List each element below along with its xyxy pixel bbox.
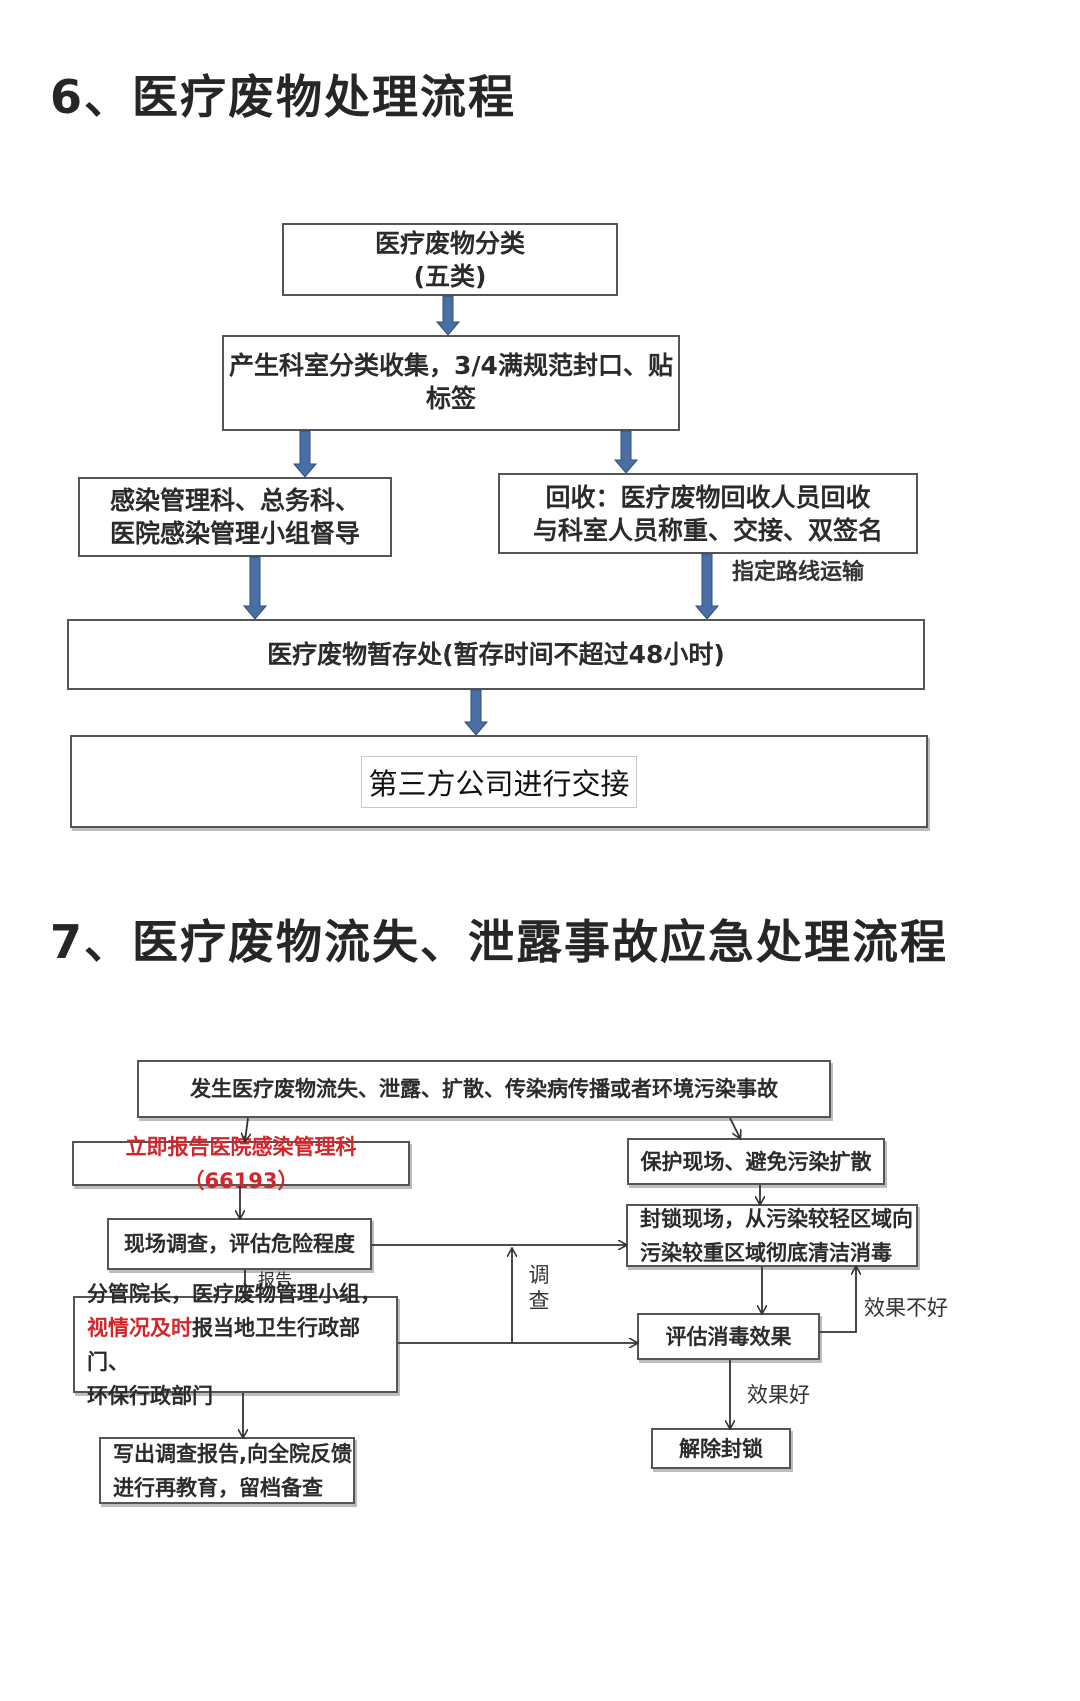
notify-box: 分管院长，医疗废物管理小组， 视情况及时报当地卫生行政部门、 环保行政部门 (73, 1282, 398, 1408)
survey-label-char-2: 查 (528, 1289, 550, 1313)
recycle-line-2: 与科室人员称重、交接、双签名 (532, 515, 883, 545)
good-effect-label: 效果好 (747, 1383, 810, 1407)
storage-text: 医疗废物暂存处(暂存时间不超过48小时) (267, 640, 725, 669)
classify-line-1: 医疗废物分类 (374, 228, 525, 258)
investigate-text: 现场调查，评估危险程度 (124, 1232, 355, 1256)
arrow-incident-to-protect (729, 1117, 740, 1138)
survey-label-char-1: 调 (528, 1263, 550, 1287)
arrow-recycle-to-storage (694, 553, 720, 620)
handover-text: 第三方公司进行交接 (361, 755, 637, 808)
lockdown-line-2: 污染较重区域彻底清洁消毒 (640, 1240, 892, 1265)
bad-effect-label: 效果不好 (864, 1296, 948, 1320)
incident-text: 发生医疗废物流失、泄露、扩散、传染病传播或者环境污染事故 (190, 1077, 778, 1101)
notify-line-3: 环保行政部门 (87, 1383, 213, 1408)
report-doc-line-2: 进行再教育，留档备查 (113, 1475, 323, 1500)
investigate-box: 现场调查，评估危险程度 (107, 1218, 372, 1270)
recycle-box: 回收：医疗废物回收人员回收 与科室人员称重、交接、双签名 (498, 473, 918, 554)
release-box: 解除封锁 (651, 1428, 791, 1469)
protect-box: 保护现场、避免污染扩散 (627, 1138, 885, 1185)
supervise-line-2: 医院感染管理小组督导 (109, 519, 360, 548)
report-label: 报告 (258, 1271, 292, 1291)
storage-box: 医疗废物暂存处(暂存时间不超过48小时) (67, 619, 925, 690)
section-7-title: 7、医疗废物流失、泄露事故应急处理流程 (50, 915, 949, 969)
lockdown-box: 封锁现场，从污染较轻区域向 污染较重区域彻底清洁消毒 (626, 1204, 918, 1267)
survey-label: 调 查 (527, 1262, 551, 1314)
evaluate-text: 评估消毒效果 (665, 1324, 792, 1349)
supervise-line-1: 感染管理科、总务科、 (109, 486, 360, 515)
arrow-incident-to-report (245, 1117, 248, 1141)
report-doc-line-1: 写出调查报告,向全院反馈 (113, 1441, 352, 1466)
collect-box: 产生科室分类收集，3/4满规范封口、贴标签 (222, 335, 680, 431)
arrow-evaluate-retry (820, 1267, 856, 1333)
section-6-title: 6、医疗废物处理流程 (50, 70, 517, 124)
lockdown-line-1: 封锁现场，从污染较轻区域向 (640, 1206, 913, 1231)
recycle-line-1: 回收：医疗废物回收人员回收 (545, 482, 871, 512)
classify-box: 医疗废物分类 (五类) (282, 223, 618, 296)
evaluate-box: 评估消毒效果 (637, 1313, 820, 1360)
notify-line-1: 分管院长，医疗废物管理小组， (87, 1281, 381, 1306)
incident-box: 发生医疗废物流失、泄露、扩散、传染病传播或者环境污染事故 (137, 1060, 831, 1118)
classify-line-2: (五类) (413, 261, 487, 291)
notify-line-2: 视情况及时报当地卫生行政部门、 (87, 1311, 396, 1379)
handover-box: 第三方公司进行交接 (70, 735, 928, 828)
arrow-supervise-to-storage (242, 556, 268, 620)
arrow-collect-to-supervise (292, 430, 318, 478)
notify-line-2-rest: 报当地卫生行政部门、 (87, 1315, 360, 1374)
arrow-storage-to-handover (463, 689, 489, 736)
protect-text: 保护现场、避免污染扩散 (640, 1149, 872, 1174)
notify-line-2-red: 视情况及时 (87, 1315, 192, 1340)
collect-text: 产生科室分类收集，3/4满规范封口、贴标签 (229, 351, 673, 413)
release-text: 解除封锁 (679, 1436, 763, 1461)
supervise-box: 感染管理科、总务科、 医院感染管理小组督导 (78, 477, 392, 557)
report-doc-box: 写出调查报告,向全院反馈 进行再教育，留档备查 (99, 1437, 355, 1504)
route-label: 指定路线运输 (732, 560, 865, 585)
arrow-collect-to-recycle (613, 430, 639, 474)
arrow-classify-to-collect (435, 295, 461, 336)
